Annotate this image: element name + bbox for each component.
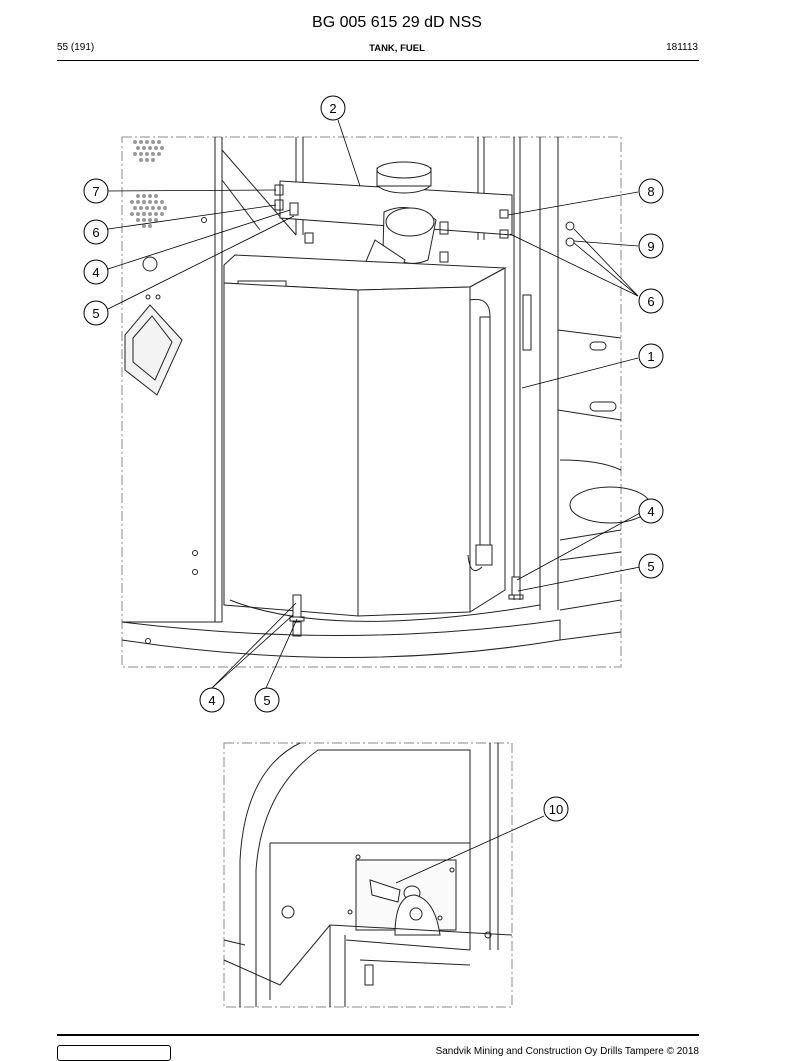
callout-2: 2 bbox=[320, 95, 346, 121]
callout-6-left: 6 bbox=[83, 219, 109, 245]
svg-text:6: 6 bbox=[647, 294, 654, 309]
svg-text:4: 4 bbox=[92, 265, 99, 280]
svg-text:7: 7 bbox=[92, 184, 99, 199]
main-view-frame bbox=[121, 136, 622, 668]
date-code: 181113 bbox=[666, 42, 698, 53]
svg-text:10: 10 bbox=[549, 802, 563, 817]
svg-text:8: 8 bbox=[647, 184, 654, 199]
section-title: TANK, FUEL bbox=[369, 43, 425, 54]
leader-lines bbox=[107, 119, 641, 689]
callout-10: 10 bbox=[543, 796, 569, 822]
leader-line-10 bbox=[395, 815, 545, 884]
svg-text:5: 5 bbox=[263, 693, 270, 708]
callout-4-right: 4 bbox=[638, 498, 664, 524]
detail-view-illustration bbox=[223, 742, 513, 1007]
svg-text:5: 5 bbox=[647, 559, 654, 574]
callout-4-upper: 4 bbox=[83, 259, 109, 285]
callout-7: 7 bbox=[83, 178, 109, 204]
brand-logo bbox=[57, 1045, 171, 1061]
vent-grille-top bbox=[133, 140, 164, 162]
svg-text:1: 1 bbox=[647, 349, 654, 364]
svg-text:4: 4 bbox=[647, 504, 654, 519]
svg-text:4: 4 bbox=[208, 693, 215, 708]
callout-5-bottom: 5 bbox=[254, 687, 280, 713]
callout-6-right: 6 bbox=[638, 288, 664, 314]
svg-text:6: 6 bbox=[92, 225, 99, 240]
document-id: BG 005 615 29 dD NSS bbox=[312, 14, 482, 31]
main-view-illustration bbox=[121, 137, 651, 658]
callout-1: 1 bbox=[638, 343, 664, 369]
svg-text:2: 2 bbox=[329, 101, 336, 116]
detail-view-frame bbox=[223, 742, 513, 1008]
callout-5-upper: 5 bbox=[83, 300, 109, 326]
callout-8: 8 bbox=[638, 178, 664, 204]
callout-5-right: 5 bbox=[638, 553, 664, 579]
page-number: 55 (191) bbox=[57, 42, 95, 53]
callout-9: 9 bbox=[638, 233, 664, 259]
svg-text:9: 9 bbox=[647, 239, 654, 254]
header-rule bbox=[57, 60, 699, 61]
vent-grille-bottom bbox=[130, 194, 167, 228]
svg-text:5: 5 bbox=[92, 306, 99, 321]
callout-4-bottom: 4 bbox=[199, 687, 225, 713]
footer-rule bbox=[57, 1034, 699, 1036]
copyright-notice: Sandvik Mining and Construction Oy Drill… bbox=[435, 1046, 699, 1057]
